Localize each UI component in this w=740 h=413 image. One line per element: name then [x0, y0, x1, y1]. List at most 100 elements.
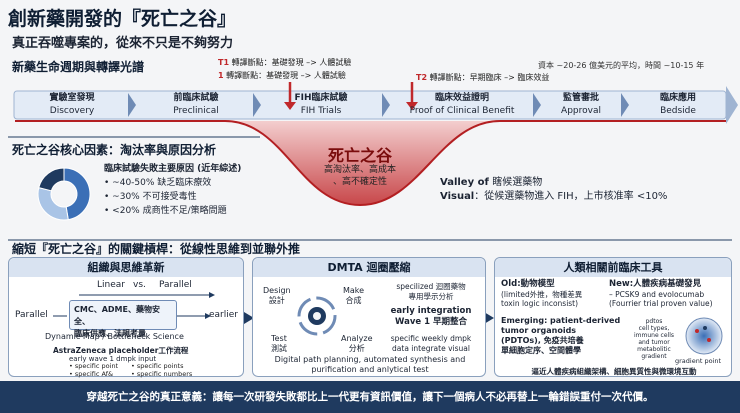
failure-donut-chart: [37, 167, 91, 221]
factor-item-efficacy: • ~40-50% 缺乏臨床療效: [104, 178, 212, 188]
valley-right-title: Valley of 瞎候選藥物: [440, 173, 542, 188]
valley-right-title-b: 瞎候選藥物: [492, 177, 543, 188]
dmta-bottom2: purification and anlytical test: [311, 365, 429, 374]
dmta-note3b: data integrate visual: [392, 343, 470, 353]
dmta-note1b: 專用學示分析: [408, 291, 454, 301]
stage-approval-zh: 監管審批: [562, 93, 599, 103]
dmta-note3: specific weekly dmpk data integrate visu…: [379, 334, 483, 353]
factors-list: 臨床試驗失敗主要原因 (近年綜述) • ~40-50% 缺乏臨床療效 • ~30…: [104, 162, 241, 218]
pd5: metabolitic: [637, 346, 671, 353]
gradient-icon: [685, 317, 723, 355]
parallel-top-label: Parallel: [159, 280, 192, 290]
test-en: Test: [271, 334, 287, 343]
old-line1: (limited外推，物種差異: [501, 289, 583, 299]
panel-dmta: DMTA 迴圈壓縮 Design 設計 Make 合成 Test 測試 Anal…: [252, 257, 486, 377]
em-line3: (PDTOs), 免疫共培養: [501, 336, 584, 345]
az-bullet-l2: • specific Af&: [69, 369, 114, 378]
az-bullet-r2: • specific numbers: [131, 369, 193, 378]
valley-line2: 、高不確定性: [332, 177, 387, 187]
pd2: cell types,: [638, 325, 670, 332]
vs-label: vs.: [133, 280, 146, 290]
az-bullet-r2-text: specific numbers: [136, 369, 193, 378]
new-line1: – PCSK9 and evolocumab: [609, 289, 705, 299]
az-bullet-l1: • specific point: [69, 362, 119, 370]
t2-code: T2: [416, 73, 428, 82]
stage-preclinical: 前臨床試驗 Preclinical: [140, 89, 252, 121]
valley-sub: 高淘汰率、高成本 、高不確定性: [290, 164, 430, 188]
design-en: Design: [263, 286, 291, 295]
t2-text: 轉譯斷點：早期臨床 –> 臨床效益: [429, 73, 550, 82]
page-subtitle: 真正吞噬專案的，從來不只是不夠努力: [12, 36, 234, 51]
footer-banner: 穿越死亡之谷的真正意義：讓每一次研發失敗都比上一代更有資訊價值，讓下一個病人不必…: [0, 381, 740, 413]
dmta-note2: early integration Wave 1 早期整合: [379, 306, 483, 328]
t1-marker-a: T1 轉譯斷點：基礎發現 –> 人體試驗: [218, 57, 351, 68]
analyze-zh: 分析: [348, 344, 365, 353]
stage-discovery-en: Discovery: [49, 106, 95, 116]
emerging-tools: Emerging: patient-derived tumor organoid…: [501, 316, 629, 356]
panel1-title: 組織與思維革新: [9, 258, 243, 277]
dmta-make: Make 合成: [343, 286, 364, 306]
dmta-analyze: Analyze 分析: [341, 334, 373, 354]
valley-right-desc: ：從候選藥物進入 FIH，上市核准率 <10%: [474, 191, 668, 202]
valley-line1: 高淘汰率、高成本: [323, 165, 396, 175]
factor-text-efficacy: ~40-50% 缺乏臨床療效: [112, 178, 212, 188]
stage-clinical-benefit: 臨床效益證明 Proof of Clinical Benefit: [392, 89, 532, 121]
az-bullets-right: • specific points • specific numbers: [131, 362, 193, 378]
az-line2: early wave 1 dmpk input: [69, 355, 157, 363]
az-line1: AstraZeneca placeholder工作流程: [53, 346, 189, 355]
pdto-labels: pdtos cell types, immune cells and tumor…: [629, 318, 679, 360]
factor-text-toxicity: ~30% 不可接受毒性: [112, 192, 197, 202]
t1b-text: 轉譯斷點：基礎發現 –> 人體試驗: [226, 71, 346, 80]
test-zh: 測試: [271, 344, 287, 353]
panel3-title: 人類相關前臨床工具: [495, 258, 731, 277]
valley-right-text: Visual：從候選藥物進入 FIH，上市核准率 <10%: [440, 187, 667, 202]
dmta-cycle-graphic: [297, 296, 337, 336]
old-title: Old:動物模型: [501, 279, 555, 289]
new-model: New:人體疾病基礎發見 – PCSK9 and evolocumab (Fou…: [609, 279, 729, 309]
factor-item-strategy: • <20% 成商性不足/策略問題: [104, 206, 227, 216]
parallel-box: CMC、ADME、藥物安全、 臨床供應、法規考量: [69, 300, 177, 338]
stage-clinical-benefit-zh: 臨床效益證明: [434, 93, 489, 103]
az-bullet-l1-text: specific point: [74, 362, 119, 370]
factors-title: 死亡之谷核心因素：淘汰率與原因分析: [12, 143, 217, 157]
dmta-bottom: Digital path planning, automated synthes…: [259, 355, 481, 375]
stage-preclinical-zh: 前臨床試驗: [173, 93, 219, 103]
dmta-bottom1: Digital path planning, automated synthes…: [274, 355, 466, 364]
linear-label: Linear: [97, 280, 125, 290]
dmta-note1: specilized 迴圈藥物 專用學示分析: [379, 282, 483, 301]
valley-title: 死亡之谷: [327, 146, 392, 165]
dmta-note2b: Wave 1 早期整合: [395, 317, 467, 327]
stage-preclinical-en: Preclinical: [173, 106, 219, 116]
panel3-bottom: 逼近人體疾病組織架構、細胞異質性與微環境互動: [531, 367, 697, 376]
make-zh: 合成: [345, 296, 362, 305]
panel2-title: DMTA 迴圈壓縮: [253, 258, 485, 277]
cost-note: 資本 ~20-26 億美元的平均，時間 ~10-15 年: [538, 61, 705, 70]
dmta-note3a: specific weekly dmpk: [390, 334, 472, 343]
stage-clinical-benefit-en: Proof of Clinical Benefit: [409, 106, 515, 116]
az-bullet-l2-text: specific Af&: [74, 369, 114, 378]
em-line4: 單細胞定序、空間體學: [501, 346, 581, 355]
az-bullet-r1-text: specific points: [136, 362, 184, 370]
az-bullet-r1: • specific points: [131, 362, 184, 370]
pd4: and tumor: [638, 339, 670, 346]
panel-preclinical-tools: 人類相關前臨床工具 Old:動物模型 (limited外推，物種差異 toxin…: [494, 257, 732, 377]
make-en: Make: [343, 286, 365, 295]
dmta-note1a: specilized 迴圈藥物: [396, 282, 466, 291]
donut-slice-strategy: [38, 167, 65, 192]
stage-fih-zh: FIH臨床試驗: [294, 93, 348, 103]
az-bullets-left: • specific point • specific Af&: [69, 362, 119, 378]
panel-organization: 組織與思維革新 Linear vs. Parallel Parallel ear…: [8, 257, 244, 377]
old-line2: toxin logic inconsist): [501, 299, 579, 308]
t1b-code: 1: [218, 71, 224, 80]
factor-item-toxicity: • ~30% 不可接受毒性: [104, 192, 197, 202]
stage-bedside-zh: 臨床應用: [659, 93, 696, 103]
shorten-title: 縮短『死亡之谷』的關鍵槓桿：從線性思維到並聯外推: [12, 242, 301, 256]
lifecycle-title: 新藥生命週期與轉譯光譜: [12, 60, 145, 74]
t1-code: T1: [218, 58, 230, 67]
stage-bedside-en: Bedside: [660, 106, 696, 116]
stage-discovery-zh: 實驗室發現: [49, 93, 95, 103]
factors-heading: 臨床試驗失敗主要原因 (近年綜述): [104, 164, 242, 174]
pd3: immune cells: [633, 332, 674, 339]
valley-right-title-a: Valley of: [440, 177, 489, 188]
